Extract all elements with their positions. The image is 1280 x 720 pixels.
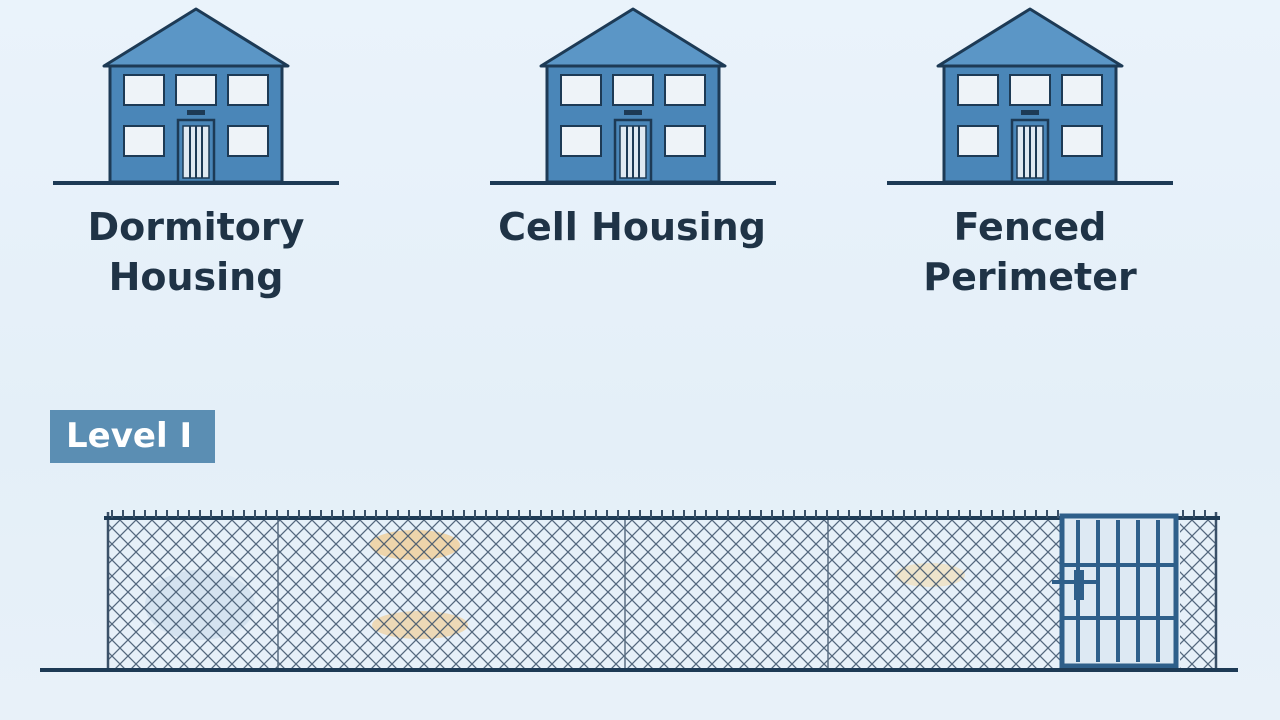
- label-line: Perimeter: [923, 255, 1137, 299]
- house-icon-cell: [488, 7, 778, 185]
- label-line: Dormitory: [87, 205, 305, 249]
- gate-icon: [1052, 513, 1179, 669]
- label-line: Housing: [108, 255, 284, 299]
- label-cell-housing: Cell Housing: [452, 202, 812, 252]
- house-icon-dormitory: [51, 7, 341, 185]
- label-line: Cell Housing: [498, 205, 766, 249]
- house-icon-perimeter: [885, 7, 1175, 185]
- chain-link-fence: [104, 510, 1220, 668]
- level-badge: Level I: [50, 410, 215, 463]
- label-line: Fenced: [953, 205, 1107, 249]
- label-dormitory-housing: Dormitory Housing: [16, 202, 376, 302]
- label-fenced-perimeter: Fenced Perimeter: [850, 202, 1210, 302]
